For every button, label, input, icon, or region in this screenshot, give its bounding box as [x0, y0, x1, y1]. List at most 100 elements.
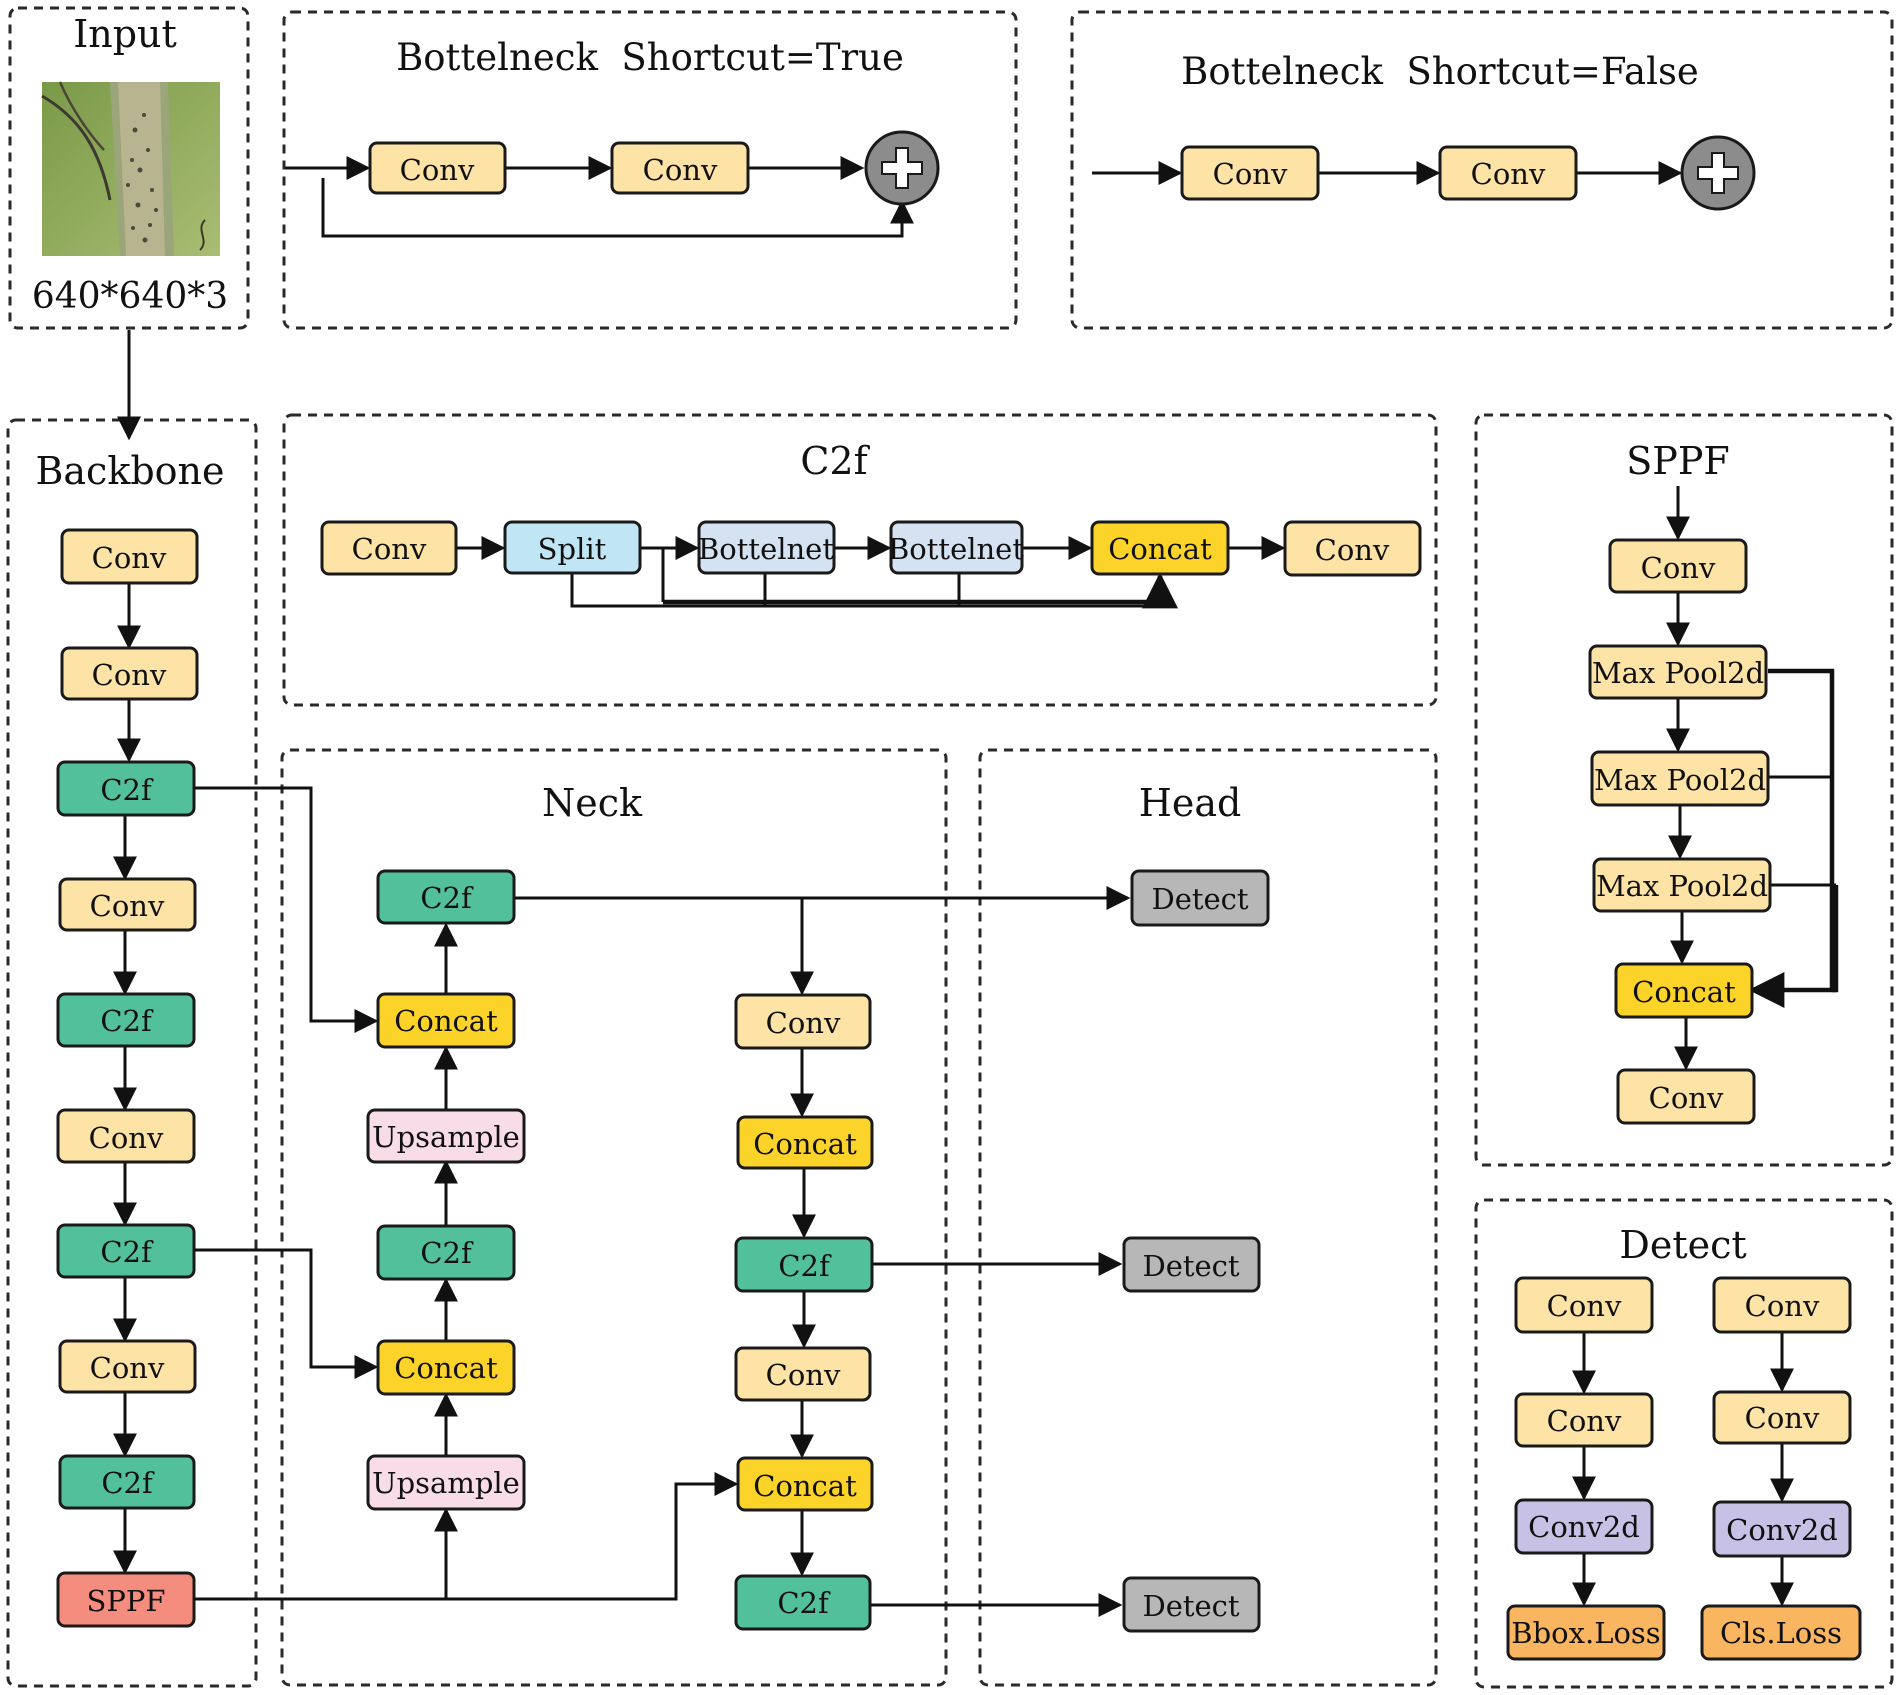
neck-title: Neck: [542, 781, 643, 825]
svg-text:Split: Split: [538, 532, 607, 566]
svg-text:Max Pool2d: Max Pool2d: [1594, 763, 1766, 797]
bt-true-conv1-node: Conv: [368, 141, 507, 195]
neck-panel: [280, 748, 948, 1687]
svg-text:Detect: Detect: [1142, 1249, 1239, 1283]
svg-text:C2f: C2f: [778, 1249, 832, 1283]
svg-text:Conv: Conv: [92, 658, 167, 692]
backbone-conv-node-4: Conv: [56, 1108, 196, 1164]
backbone-title: Backbone: [35, 449, 224, 493]
svg-text:C2f: C2f: [420, 881, 474, 915]
neck-c2f-node-mid: C2f: [376, 1224, 516, 1281]
svg-text:Conv2d: Conv2d: [1528, 1510, 1640, 1544]
backbone-c2f-node-2: C2f: [56, 992, 196, 1048]
c2f-split-node: Split: [503, 520, 642, 575]
svg-text:Conv: Conv: [90, 889, 165, 923]
svg-text:Conv: Conv: [1547, 1404, 1622, 1438]
backbone-conv-node-2: Conv: [60, 646, 199, 701]
head-panel: [978, 748, 1438, 1687]
svg-text:Conv: Conv: [89, 1121, 164, 1155]
bt-false-conv2-node: Conv: [1438, 145, 1578, 201]
neck-upsample-node-top: Upsample: [366, 1108, 526, 1164]
sppf-conv-node-2: Conv: [1616, 1068, 1756, 1125]
head-detect-node-2: Detect: [1122, 1236, 1261, 1293]
bt-true-shortcut-edge: [321, 178, 914, 238]
svg-text:Concat: Concat: [1632, 975, 1736, 1009]
svg-text:Conv: Conv: [1547, 1289, 1622, 1323]
head-detect-node-3: Detect: [1122, 1576, 1261, 1633]
c2f-bottleneck-node-2: Bottelnet: [888, 520, 1024, 575]
svg-text:Conv: Conv: [1745, 1401, 1820, 1435]
backbone-c2f-node-4: C2f: [58, 1454, 196, 1510]
sppf-conv-node-1: Conv: [1608, 538, 1748, 594]
head-title: Head: [1139, 781, 1242, 825]
detect-conv2d-node-left: Conv2d: [1514, 1498, 1654, 1555]
backbone-conv-node-5: Conv: [58, 1339, 197, 1394]
svg-text:C2f: C2f: [420, 1236, 474, 1270]
svg-text:Conv: Conv: [1315, 533, 1390, 567]
neck-concat-node-mid: Concat: [376, 1339, 516, 1396]
svg-text:C2f: C2f: [101, 1466, 155, 1500]
svg-text:Conv: Conv: [1649, 1081, 1724, 1115]
svg-text:Upsample: Upsample: [372, 1466, 520, 1500]
svg-text:Concat: Concat: [753, 1469, 857, 1503]
bt-true-conv2-node: Conv: [610, 141, 750, 195]
svg-text:C2f: C2f: [777, 1586, 831, 1620]
detect-conv-node-left-1: Conv: [1514, 1276, 1654, 1334]
neck-upsample-node-bottom: Upsample: [366, 1454, 526, 1511]
svg-text:SPPF: SPPF: [86, 1584, 165, 1618]
svg-text:Detect: Detect: [1142, 1589, 1239, 1623]
bottleneck-false-panel: [1070, 10, 1894, 330]
bt-false-add-icon: [1680, 135, 1756, 211]
sppf-edges: [1666, 486, 1839, 1071]
backbone-conv-node-1: Conv: [60, 528, 199, 585]
svg-text:Upsample: Upsample: [372, 1120, 520, 1154]
bt-false-conv1-node: Conv: [1180, 145, 1320, 201]
neck-concat-node-right-1: Concat: [736, 1115, 874, 1170]
svg-text:Conv: Conv: [1213, 157, 1288, 191]
svg-text:Conv: Conv: [352, 532, 427, 566]
svg-text:Conv: Conv: [766, 1358, 841, 1392]
svg-text:Conv: Conv: [92, 541, 167, 575]
svg-text:Concat: Concat: [394, 1351, 498, 1385]
detect-edges: [1572, 1332, 1794, 1607]
detect-panel: [1474, 1198, 1894, 1689]
head-detect-node-1: Detect: [1130, 869, 1270, 927]
c2f-concat-node: Concat: [1090, 520, 1230, 576]
detect-bbox-loss-node: Bbox.Loss: [1506, 1604, 1666, 1661]
detect-cls-loss-node: Cls.Loss: [1700, 1604, 1862, 1661]
svg-text:Bbox.Loss: Bbox.Loss: [1511, 1616, 1660, 1650]
detect-conv-node-left-2: Conv: [1514, 1392, 1654, 1448]
neck-concat-node-top: Concat: [376, 992, 516, 1049]
detect-title: Detect: [1619, 1223, 1746, 1267]
input-panel: [8, 6, 250, 330]
backbone-edges: [113, 583, 141, 1575]
svg-text:Max Pool2d: Max Pool2d: [1596, 869, 1768, 903]
svg-text:C2f: C2f: [100, 1004, 154, 1038]
c2f-title: C2f: [800, 439, 870, 483]
svg-text:Conv: Conv: [643, 153, 718, 187]
neck-c2f-node-top: C2f: [376, 869, 516, 925]
backbone-c2f-node-1: C2f: [56, 760, 196, 817]
svg-text:Conv: Conv: [90, 1351, 165, 1385]
svg-text:Conv2d: Conv2d: [1726, 1513, 1838, 1547]
input-title: Input: [73, 12, 177, 56]
neck-edges: [194, 786, 1131, 1617]
neck-concat-node-right-2: Concat: [736, 1456, 874, 1512]
input-image: [41, 81, 220, 256]
svg-text:Bottelnet: Bottelnet: [698, 532, 834, 566]
svg-text:Concat: Concat: [1108, 532, 1212, 566]
detect-conv-node-right-1: Conv: [1712, 1276, 1852, 1334]
bottleneck-true-title: Bottelneck Shortcut=True: [396, 36, 904, 79]
sppf-maxpool-node-2: Max Pool2d: [1590, 750, 1770, 807]
c2f-conv-node-1: Conv: [320, 520, 458, 576]
svg-text:Max Pool2d: Max Pool2d: [1592, 656, 1764, 690]
sppf-title: SPPF: [1626, 439, 1730, 483]
svg-text:Conv: Conv: [1471, 157, 1546, 191]
c2f-bottleneck-node-1: Bottelnet: [697, 520, 836, 575]
svg-text:C2f: C2f: [100, 1235, 154, 1269]
svg-text:C2f: C2f: [100, 773, 154, 807]
svg-text:Bottelnet: Bottelnet: [888, 532, 1024, 566]
sppf-maxpool-node-1: Max Pool2d: [1588, 644, 1768, 700]
sppf-maxpool-node-3: Max Pool2d: [1592, 857, 1772, 913]
sppf-concat-node: Concat: [1614, 962, 1754, 1019]
